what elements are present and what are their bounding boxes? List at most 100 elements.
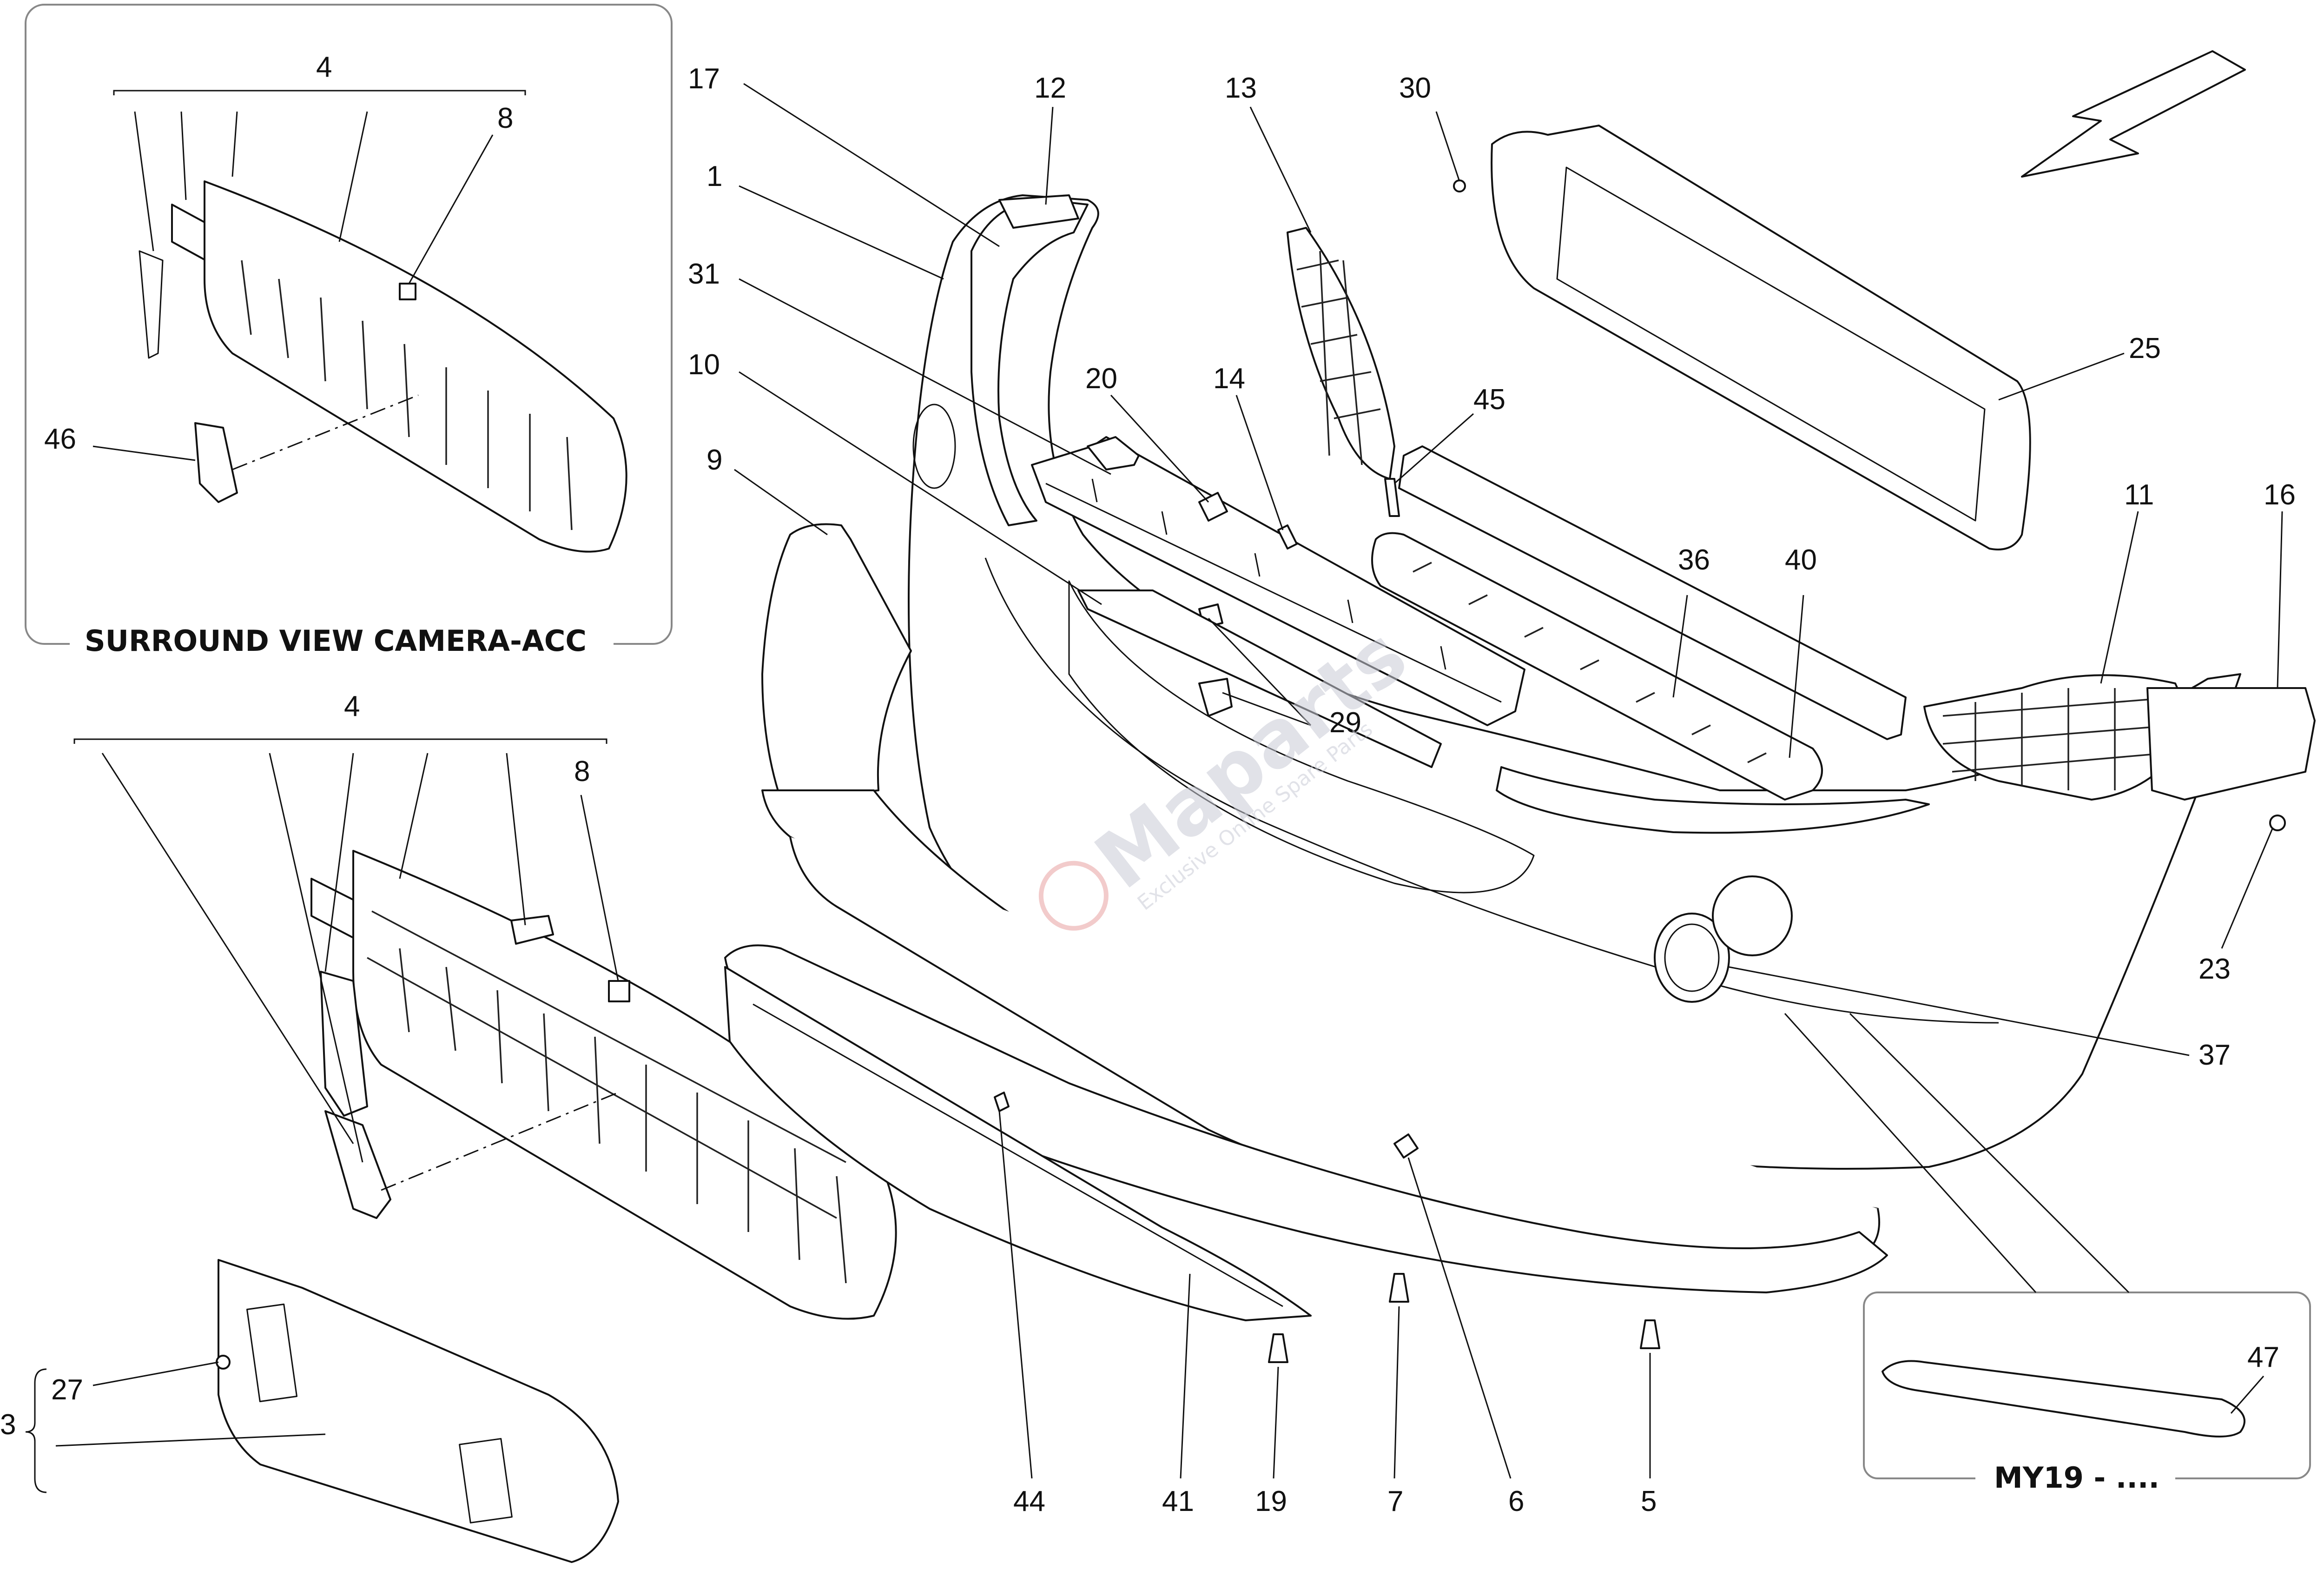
fastener-5 xyxy=(1640,1319,1660,1349)
leader-my19-b xyxy=(1849,1013,2130,1293)
leader-23 xyxy=(2221,827,2274,949)
grille-clip-left xyxy=(510,915,554,945)
tray-outer xyxy=(1491,125,2031,550)
leader-11 xyxy=(2100,511,2139,684)
callout-19: 19 xyxy=(1255,1485,1287,1517)
callout-45: 45 xyxy=(1473,384,1505,416)
leader-lines xyxy=(734,83,2283,1479)
leader-36 xyxy=(1672,595,1688,698)
callout-23: 23 xyxy=(2199,953,2231,985)
inset-leader-46 xyxy=(92,445,196,461)
leader-7 xyxy=(1393,1306,1400,1479)
leader-4e xyxy=(506,753,526,926)
leader-25 xyxy=(1998,352,2125,401)
leader-31 xyxy=(739,278,1111,475)
callout-3: 3 xyxy=(0,1409,16,1441)
bolt-14 xyxy=(1277,524,1298,550)
callout-17: 17 xyxy=(688,63,720,95)
side-grille-mesh xyxy=(1296,251,1381,465)
callout-16: 16 xyxy=(2264,479,2296,511)
side-grille-right xyxy=(1923,674,2316,831)
reinforcement-beam xyxy=(1031,436,1525,768)
clip-29 xyxy=(1198,678,1233,717)
inset-my19: MY19 - .... 47 xyxy=(1863,1292,2311,1497)
side-grille-11-mesh xyxy=(1942,688,2176,790)
callout-8-inset: 8 xyxy=(497,102,513,134)
callout-40: 40 xyxy=(1785,544,1817,576)
inset-my19-title: MY19 - .... xyxy=(1994,1461,2159,1495)
splitter-41-edge xyxy=(753,1003,1283,1307)
clip-8 xyxy=(608,980,630,1002)
fastener-7 xyxy=(1389,1273,1409,1303)
callout-4: 4 xyxy=(344,690,360,722)
callout-27: 27 xyxy=(51,1374,83,1406)
inset-clip-8 xyxy=(399,283,416,300)
inset-camera-axis xyxy=(232,394,419,470)
bumper-sensor-hole xyxy=(912,404,956,489)
callout-41: 41 xyxy=(1162,1485,1194,1517)
beam-bracket xyxy=(1087,436,1140,470)
upper-tray-25 xyxy=(1453,125,2031,550)
callout-30: 30 xyxy=(1399,72,1431,104)
inset-grille-vanes xyxy=(241,260,573,530)
watermark-logo-icon xyxy=(1038,861,1109,931)
side-grille-13 xyxy=(1287,227,1395,480)
leader-40 xyxy=(1789,595,1804,758)
brace-3 xyxy=(25,1368,47,1493)
inset-grille-assembly xyxy=(139,180,627,553)
inset-bracket-4 xyxy=(113,90,526,95)
leader-10 xyxy=(739,371,1102,605)
inset-title: SURROUND VIEW CAMERA-ACC xyxy=(85,624,587,658)
screw-30 xyxy=(1453,179,1466,192)
callout-46: 46 xyxy=(44,423,76,455)
leader-41 xyxy=(1180,1273,1191,1479)
inset-grille-side-trim xyxy=(139,250,164,359)
leader-29a xyxy=(1222,692,1311,726)
leader-29b xyxy=(1208,617,1312,726)
inset-leader-4d xyxy=(338,111,368,242)
bumper-lower-contour xyxy=(984,557,1999,1024)
inset-my19-title-mask xyxy=(1975,1460,2175,1497)
tow-cover-assembly: 3 27 xyxy=(0,1259,619,1563)
grille-vanes xyxy=(399,948,847,1284)
inset-leader-4b xyxy=(180,111,187,200)
bumper-grille-opening xyxy=(1068,580,1535,894)
callout-47: 47 xyxy=(2247,1341,2279,1373)
screw-23 xyxy=(2269,815,2286,831)
leader-17 xyxy=(743,83,1000,247)
beam-details xyxy=(1045,478,1502,703)
leader-14 xyxy=(1235,395,1284,530)
clip-6 xyxy=(1393,1133,1419,1159)
leader-13 xyxy=(1249,106,1312,233)
spoiler-side xyxy=(761,523,912,801)
callout-6: 6 xyxy=(1508,1485,1524,1517)
front-bumper-assembly xyxy=(908,194,2241,1170)
callout-29: 29 xyxy=(1329,707,1361,739)
leader-6 xyxy=(1407,1157,1512,1479)
leader-30 xyxy=(1435,111,1460,182)
camera-bracket xyxy=(324,1110,391,1219)
bracket-4 xyxy=(73,738,607,744)
leader-12 xyxy=(1045,106,1054,205)
lower-spoiler-9 xyxy=(761,523,1881,1265)
grille-rails xyxy=(367,910,846,1219)
bumper-upper-edge xyxy=(1496,766,1930,834)
clip-45 xyxy=(1384,478,1400,517)
tow-cover xyxy=(218,1259,619,1563)
leader-9 xyxy=(734,469,828,536)
leader-27 xyxy=(92,1361,219,1386)
leader-3 xyxy=(55,1433,326,1447)
leader-8 xyxy=(580,795,619,981)
camera-axis xyxy=(381,1092,619,1191)
callout-13: 13 xyxy=(1225,72,1257,104)
leader-16 xyxy=(2277,511,2283,689)
callout-numbers: 17 1 31 10 9 12 13 30 20 14 29 45 25 36 … xyxy=(688,63,2296,1517)
inset-surround-view-camera: SURROUND VIEW CAMERA-ACC 4 8 46 xyxy=(25,4,673,665)
callout-44: 44 xyxy=(1013,1485,1045,1517)
callout-12: 12 xyxy=(1034,72,1066,104)
lower-grille-40 xyxy=(1371,532,1823,801)
callout-25: 25 xyxy=(2129,332,2161,364)
trim-47 xyxy=(1882,1360,2245,1437)
chrome-strip-36 xyxy=(1398,445,1907,740)
